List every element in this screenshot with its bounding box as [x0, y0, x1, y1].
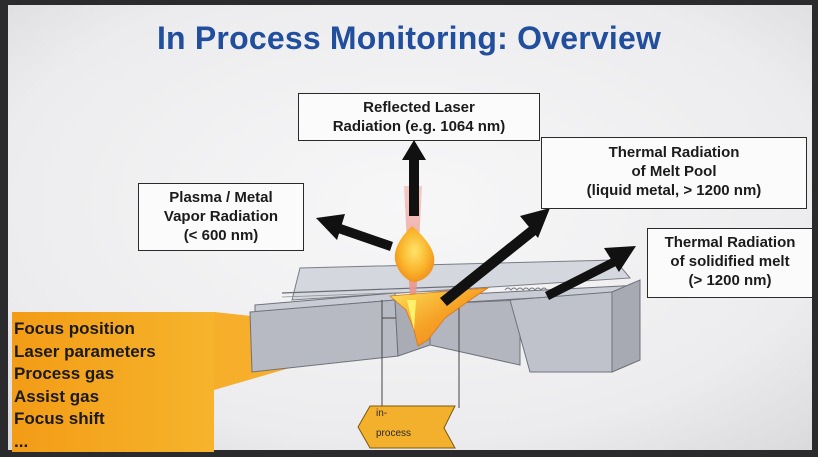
- melt-pool-arrow: [440, 208, 550, 306]
- reflected-laser-box: Reflected Laser Radiation (e.g. 1064 nm): [298, 93, 540, 141]
- in-process-line: process: [376, 428, 412, 439]
- keyhole: [407, 300, 416, 330]
- solidified-arrow: [545, 246, 636, 300]
- in-process-tag: [357, 405, 456, 449]
- slide-title: In Process Monitoring: Overview: [156, 20, 662, 56]
- parameter-item: Laser parameters: [14, 341, 156, 361]
- parameter-item: Focus shift: [14, 409, 105, 428]
- box-line: Reflected Laser: [363, 99, 475, 116]
- solidified-melt-box: Thermal Radiation of solidified melt (> …: [647, 228, 813, 298]
- parameter-item: ...: [14, 431, 29, 451]
- in-process-label: in- process: [376, 408, 411, 440]
- box-line: of solidified melt: [670, 253, 790, 270]
- reflected-arrow: [402, 140, 426, 216]
- parameter-item: Assist gas: [14, 386, 100, 406]
- box-line: of Melt Pool: [631, 163, 717, 180]
- melt-pool-radiation-box: Thermal Radiation of Melt Pool (liquid m…: [541, 137, 807, 209]
- box-line: (> 1200 nm): [688, 272, 772, 289]
- box-line: Thermal Radiation: [608, 144, 740, 161]
- plasma-arrow: [316, 214, 393, 251]
- box-line: Vapor Radiation: [163, 208, 279, 225]
- plasma-plume: [394, 226, 435, 282]
- box-line: Plasma / Metal: [169, 189, 273, 206]
- sensor-lines: [381, 290, 460, 408]
- box-line: Radiation (e.g. 1064 nm): [332, 118, 506, 135]
- parameter-item: Focus position: [14, 319, 135, 338]
- parameter-item: Process gas: [14, 364, 115, 383]
- plasma-radiation-box: Plasma / Metal Vapor Radiation (< 600 nm…: [138, 183, 304, 251]
- radiation-arrows: [316, 140, 636, 306]
- process-parameters-list: Focus position Laser parameters Process …: [14, 318, 156, 453]
- box-line: (< 600 nm): [183, 227, 259, 244]
- box-line: Thermal Radiation: [664, 234, 796, 251]
- box-line: (liquid metal, > 1200 nm): [586, 182, 762, 199]
- parameter-panel: [12, 312, 214, 452]
- in-process-line: in-: [376, 408, 388, 419]
